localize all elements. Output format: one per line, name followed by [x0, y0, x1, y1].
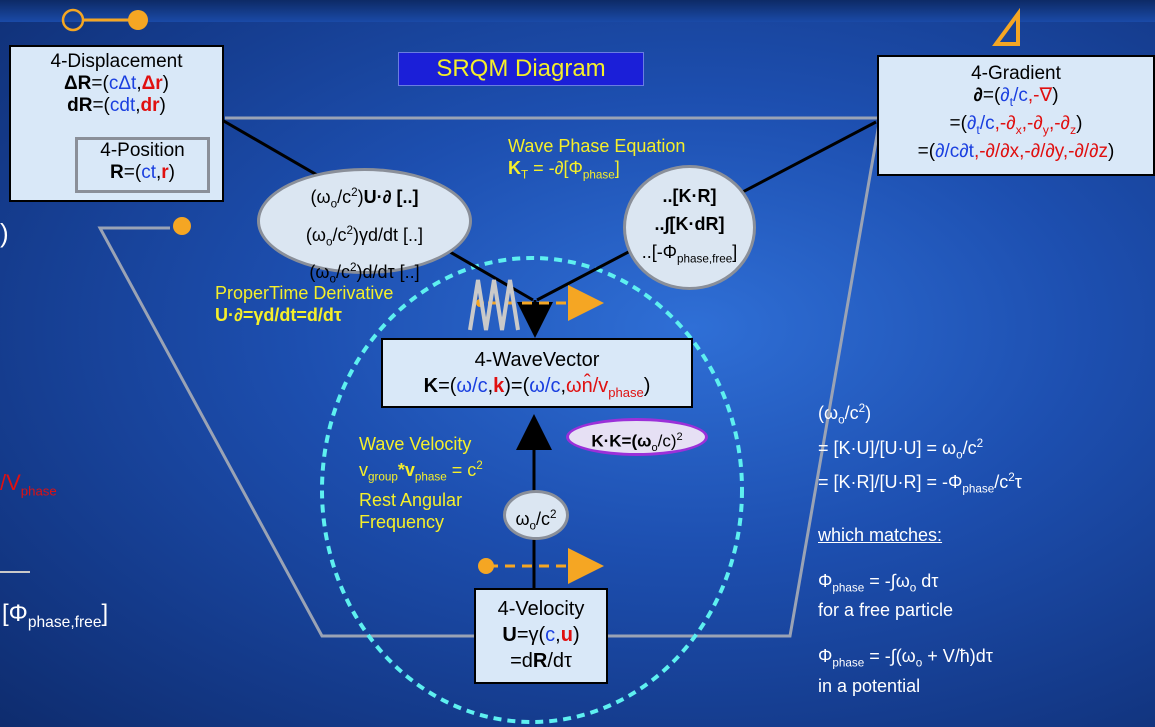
rel-line-1: (ωo/c2)	[818, 402, 872, 427]
frequency-label: Frequency	[359, 511, 445, 532]
four-displacement-title: 4-Displacement	[50, 51, 183, 72]
rest-angular-label: Rest Angular	[359, 489, 463, 510]
four-velocity-box: 4-Velocity U=γ(c,u) =dR/dτ	[474, 588, 608, 684]
rest-frequency-ellipse: ωo/c2	[503, 490, 569, 540]
gradient-components-eq: =(∂t/c,-∂x,-∂y,-∂z)	[949, 112, 1083, 137]
proper-time-title: ProperTime Derivative	[215, 283, 394, 303]
four-wavevector-title: 4-WaveVector	[474, 349, 600, 371]
wavevector-eq: K=(ω/c,k)=(ω/c,ωn̂/vphase)	[423, 375, 651, 400]
phase-integral-ellipse: ..[K·R] ..∫[K·dR] ..[-Φphase,free]	[623, 165, 756, 290]
wave-velocity-eq: vgroup*vphase = c2	[359, 459, 483, 484]
displacement-eq: ΔR=(cΔt,Δr)	[64, 73, 169, 94]
gradient-partials-eq: =(∂/c∂t,-∂/∂x,-∂/∂y,-∂/∂z)	[917, 140, 1115, 162]
left-edge-phi: [Φphase,free]	[2, 600, 109, 631]
op-row-1: (ωo/c2)U·∂ [..]	[310, 186, 419, 211]
position-eq: R=(ct,r)	[110, 162, 175, 183]
phi-potential-eq: Φphase = -∫(ωo + V/ħ)dτ	[818, 646, 993, 670]
wave-velocity-title: Wave Velocity	[359, 434, 472, 454]
four-wavevector-box: 4-WaveVector K=(ω/c,k)=(ω/c,ωn̂/vphase)	[381, 338, 693, 408]
diagram-title: SRQM Diagram	[398, 52, 644, 86]
four-displacement-box: 4-Displacement ΔR=(cΔt,Δr) dR=(cdt,dr) 4…	[9, 45, 224, 202]
top-band	[0, 0, 1155, 22]
four-position-box: 4-Position R=(ct,r)	[75, 137, 210, 193]
proper-time-operator-ellipse: (ωo/c2)U·∂ [..] (ωo/c2)γd/dt [..] (ωo/c2…	[257, 168, 472, 286]
four-gradient-title: 4-Gradient	[971, 63, 1061, 84]
four-position-title: 4-Position	[100, 140, 185, 161]
op-row-3: (ωo/c2)d/dτ [..]	[309, 261, 420, 286]
delta-icon	[992, 7, 1020, 46]
four-gradient-box: 4-Gradient ∂=(∂t/c,-∇) =(∂t/c,-∂x,-∂y,-∂…	[877, 55, 1155, 176]
four-velocity-title: 4-Velocity	[497, 598, 585, 620]
potential-label: in a potential	[818, 675, 921, 696]
wave-phase-eq: KT = -∂[Φphase]	[508, 158, 620, 182]
open-circle-icon	[61, 8, 85, 32]
phase-row-3: ..[-Φphase,free]	[641, 242, 738, 266]
differential-displacement-eq: dR=(cdt,dr)	[67, 95, 166, 116]
phase-row-1: ..[K·R]	[662, 186, 717, 206]
orange-dot-left	[173, 217, 191, 235]
proper-time-label: ProperTime Derivative U·∂=γd/dt=d/dτ	[215, 282, 393, 326]
wave-icon	[468, 279, 520, 331]
op-row-2: (ωo/c2)γd/dt [..]	[305, 223, 424, 249]
left-edge-paren: )	[0, 218, 9, 248]
kk-relation-ellipse: K·K=(ωo/c)2	[566, 418, 708, 456]
gradient-eq: ∂=(∂t/c,-∇)	[973, 85, 1059, 109]
wave-phase-label: Wave Phase Equation KT = -∂[Φphase]	[508, 135, 685, 187]
wave-phase-title: Wave Phase Equation	[508, 136, 686, 156]
proper-time-eq: U·∂=γd/dt=d/dτ	[215, 305, 342, 325]
orange-dot-lower	[478, 558, 494, 574]
left-edge-vphase: /Vphase	[0, 470, 57, 499]
velocity-derivative-eq: =dR/dτ	[510, 650, 572, 672]
rel-line-2: = [K·U]/[U·U] = ωo/c2	[818, 436, 984, 462]
which-matches-label: which matches:	[818, 524, 943, 545]
phase-row-2: ..∫[K·dR]	[654, 214, 725, 234]
wave-velocity-label: Wave Velocity vgroup*vphase = c2 Rest An…	[359, 433, 483, 533]
free-particle-label: for a free particle	[818, 600, 954, 621]
phi-free-eq: Φphase = -∫ωo dτ	[818, 570, 939, 595]
right-explanation: (ωo/c2) = [K·U]/[U·U] = ωo/c2 = [K·R]/[U…	[818, 397, 1022, 698]
velocity-eq: U=γ(c,u)	[502, 624, 580, 646]
dashed-circle	[320, 256, 744, 724]
rel-line-3: = [K·R]/[U·R] = -Φphase/c2τ	[818, 471, 1022, 496]
